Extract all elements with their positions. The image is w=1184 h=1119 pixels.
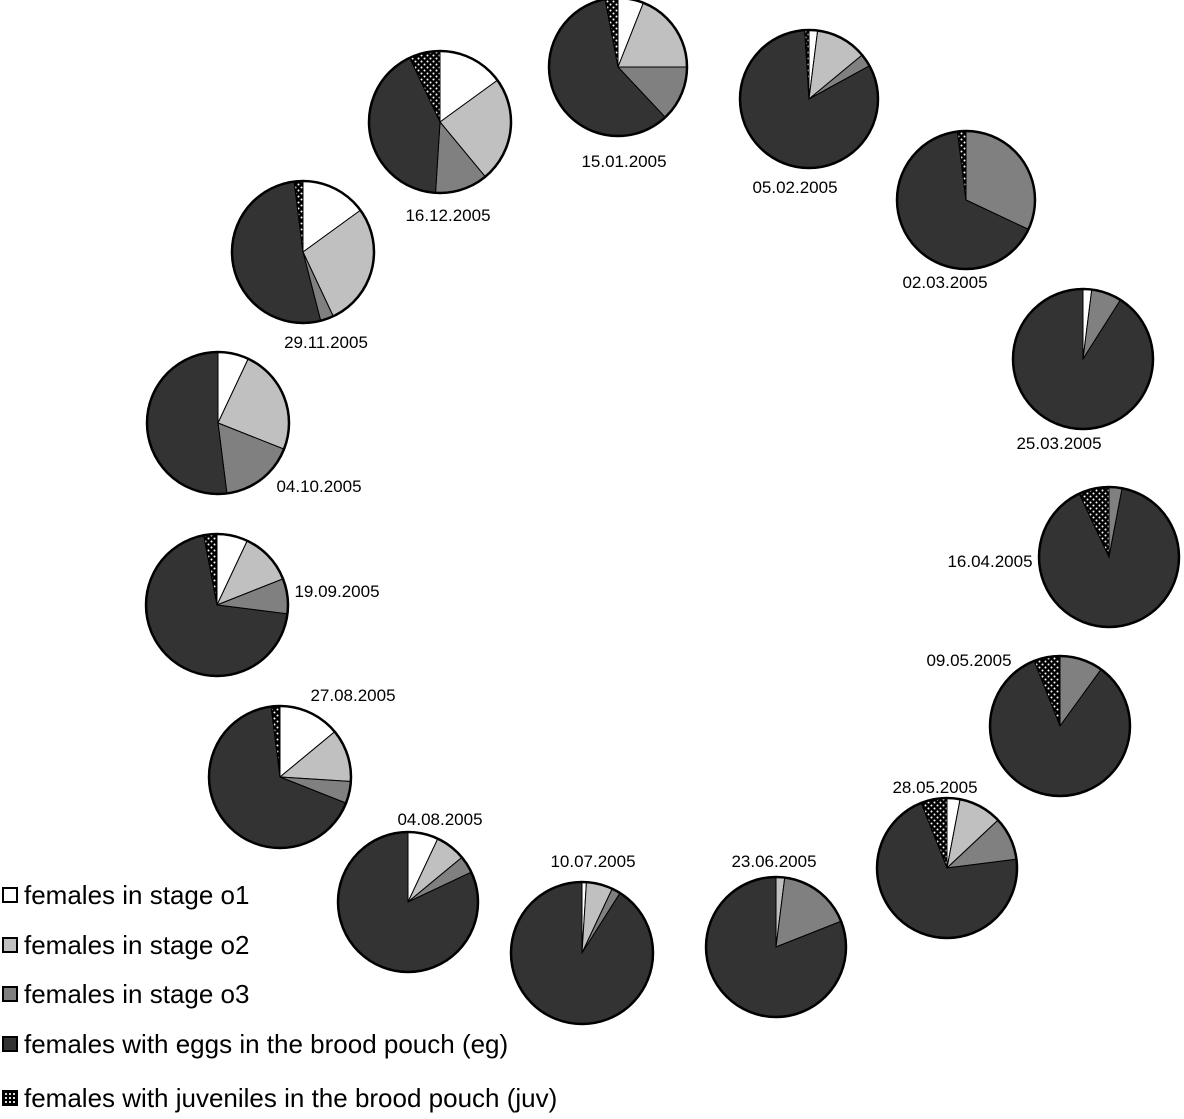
legend-label-juv: females with juveniles in the brood pouc… <box>24 1082 558 1113</box>
pie-outline <box>207 704 353 850</box>
pie-04.10.2005: 04.10.2005 <box>145 350 362 496</box>
pie-04.08.2005: 04.08.2005 <box>336 810 483 974</box>
pie-outline <box>875 796 1019 940</box>
pie-02.03.2005: 02.03.2005 <box>895 129 1037 292</box>
pie-25.03.2005: 25.03.2005 <box>1011 287 1155 453</box>
legend-label-eg: females with eggs in the brood pouch (eg… <box>24 1028 509 1059</box>
pie-28.05.2005: 28.05.2005 <box>875 778 1019 940</box>
legend-swatch-o2 <box>2 937 18 953</box>
pie-outline <box>509 880 655 1026</box>
pie-date-label: 19.09.2005 <box>294 582 379 601</box>
pie-16.04.2005: 16.04.2005 <box>947 485 1181 629</box>
pie-date-label: 16.04.2005 <box>947 552 1032 571</box>
pie-29.11.2005: 29.11.2005 <box>230 179 376 352</box>
pie-19.09.2005: 19.09.2005 <box>144 532 380 678</box>
legend-swatch-juv <box>2 1090 18 1106</box>
legend-label-o3: females in stage o3 <box>24 978 250 1009</box>
legend-item-o1: females in stage o1 <box>2 880 249 910</box>
legend-label-o2: females in stage o2 <box>24 929 250 960</box>
legend-label-o1: females in stage o1 <box>24 879 250 910</box>
pie-09.05.2005: 09.05.2005 <box>926 651 1132 798</box>
pie-15.01.2005: 15.01.2005 <box>547 0 689 171</box>
pie-date-label: 29.11.2005 <box>284 333 368 352</box>
pie-date-label: 16.12.2005 <box>405 206 490 225</box>
pie-outline <box>547 0 689 138</box>
pie-outline <box>704 875 848 1019</box>
pie-outline <box>145 350 291 496</box>
legend-swatch-o3 <box>2 986 18 1002</box>
legend-swatch-eg <box>2 1036 18 1052</box>
pie-outline <box>988 654 1132 798</box>
pie-slice-juv <box>604 0 619 68</box>
pie-date-label: 02.03.2005 <box>902 273 987 292</box>
pie-date-label: 25.03.2005 <box>1016 434 1101 453</box>
pie-outline <box>895 129 1037 271</box>
legend-item-eg: females with eggs in the brood pouch (eg… <box>2 1029 508 1059</box>
legend-swatch-o1 <box>2 887 18 903</box>
legend-item-o3: females in stage o3 <box>2 979 249 1009</box>
pie-date-label: 09.05.2005 <box>926 651 1011 670</box>
pie-outline <box>367 49 513 195</box>
pie-slice-eg <box>146 351 228 495</box>
pie-16.12.2005: 16.12.2005 <box>367 49 513 225</box>
pie-date-label: 04.08.2005 <box>397 810 482 829</box>
pie-date-label: 28.05.2005 <box>892 778 977 797</box>
pie-date-label: 05.02.2005 <box>752 178 837 197</box>
legend-item-juv: females with juveniles in the brood pouc… <box>2 1083 557 1113</box>
pie-date-label: 04.10.2005 <box>276 477 361 496</box>
pie-outline <box>144 532 290 678</box>
pie-outline <box>1011 287 1155 431</box>
pie-23.06.2005: 23.06.2005 <box>704 852 848 1019</box>
pie-27.08.2005: 27.08.2005 <box>207 686 396 850</box>
legend-item-o2: females in stage o2 <box>2 930 249 960</box>
pie-date-label: 15.01.2005 <box>581 152 666 171</box>
pie-date-label: 23.06.2005 <box>731 852 816 871</box>
pie-outline <box>230 179 376 325</box>
pie-date-label: 10.07.2005 <box>550 852 635 871</box>
pie-outline <box>738 28 880 170</box>
pie-10.07.2005: 10.07.2005 <box>509 852 655 1026</box>
pie-outline <box>336 830 480 974</box>
pie-date-label: 27.08.2005 <box>310 686 395 705</box>
pie-outline <box>1037 485 1181 629</box>
pie-05.02.2005: 05.02.2005 <box>738 28 880 197</box>
